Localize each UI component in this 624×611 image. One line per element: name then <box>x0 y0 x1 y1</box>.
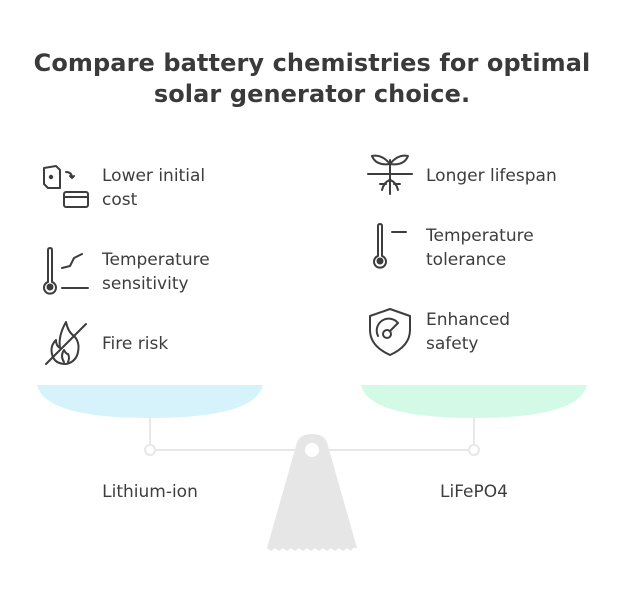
right-item-label-line: safety <box>426 334 479 354</box>
left-item-label-line: cost <box>102 190 138 210</box>
scale-stand-serration <box>267 548 353 551</box>
right-beam-joint <box>468 444 480 456</box>
shield-gauge-icon <box>364 306 416 358</box>
lithium-ion-label: Lithium-ion <box>102 482 198 502</box>
left-pan <box>37 385 263 418</box>
right-pan <box>361 385 587 418</box>
scale-stand <box>267 434 357 548</box>
left-item-temperature-sensitivity: Temperature sensitivity <box>40 246 272 298</box>
left-item-label-line: Temperature <box>102 250 210 270</box>
title-line-1: Compare battery chemistries for optimal <box>33 49 591 77</box>
right-item-longer-lifespan: Longer lifespan <box>364 150 596 202</box>
wallet-cost-icon <box>40 162 92 214</box>
scale-pivot <box>305 443 319 457</box>
right-item-label-line: tolerance <box>426 250 507 270</box>
page-title: Compare battery chemistries for optimal … <box>0 48 624 110</box>
right-item-label-line: Temperature <box>426 226 534 246</box>
lifepo4-label: LiFePO4 <box>440 482 508 502</box>
left-item-fire-risk: Fire risk <box>40 318 272 370</box>
sprout-roots-icon <box>364 150 416 202</box>
left-item-label-line: Lower initial <box>102 166 206 186</box>
left-beam-joint <box>144 444 156 456</box>
right-item-enhanced-safety: Enhanced safety <box>364 306 596 358</box>
title-line-2: solar generator choice. <box>153 80 471 108</box>
right-item-label-line: Enhanced <box>426 310 511 330</box>
right-item-label-line: Longer lifespan <box>426 166 557 186</box>
left-item-label-line: Fire risk <box>102 334 169 354</box>
right-item-temperature-tolerance: Temperature tolerance <box>364 222 596 274</box>
left-item-lower-cost: Lower initial cost <box>40 162 272 214</box>
fire-crossed-icon <box>40 318 92 370</box>
thermometer-graph-icon <box>40 246 92 298</box>
thermometer-icon <box>364 222 416 274</box>
left-item-label-line: sensitivity <box>102 274 189 294</box>
